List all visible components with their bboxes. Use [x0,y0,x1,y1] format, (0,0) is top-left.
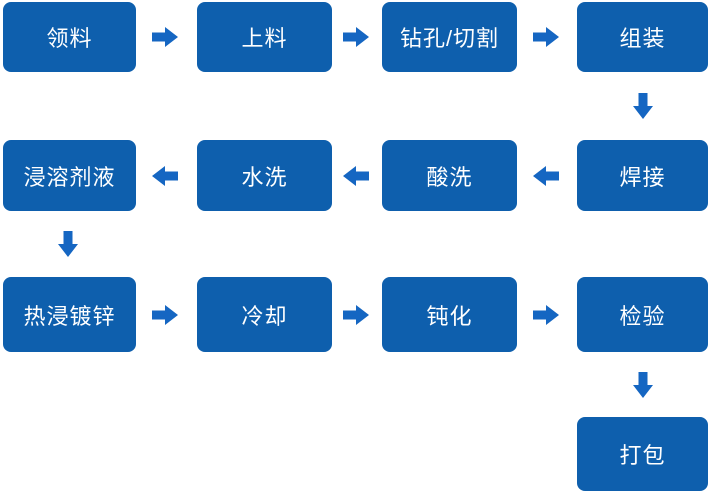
arrow-left-icon [152,166,178,186]
step-label: 酸洗 [426,164,473,190]
step-feed-material: 上料 [197,2,332,72]
arrow-right-icon [533,27,559,47]
step-flux-dip: 浸溶剂液 [3,140,136,211]
arrow-left-icon [343,166,369,186]
step-weld: 焊接 [577,140,708,211]
arrow-down-icon [633,93,653,119]
step-passivation: 钝化 [382,277,517,352]
step-label: 钻孔/切割 [399,26,500,51]
arrow-left-icon [533,166,559,186]
step-hot-dip-galvanize: 热浸镀锌 [3,277,136,352]
arrow-right-icon [343,27,369,47]
step-acid-wash: 酸洗 [382,140,517,211]
arrow-down-icon [58,231,78,257]
arrow-right-icon [343,305,369,325]
step-assemble: 组装 [577,2,708,72]
step-label: 检验 [619,303,666,329]
step-label: 领料 [46,26,93,51]
step-receive-material: 领料 [3,2,136,72]
step-drill-cut: 钻孔/切割 [382,2,517,72]
arrow-right-icon [533,305,559,325]
step-label: 冷却 [241,303,288,329]
step-label: 焊接 [619,164,666,190]
step-label: 上料 [241,26,288,51]
step-label: 打包 [619,443,666,468]
arrow-right-icon [152,305,178,325]
step-label: 浸溶剂液 [23,164,116,190]
step-label: 钝化 [426,303,473,329]
arrow-down-icon [633,372,653,398]
step-packing: 打包 [577,417,708,491]
step-label: 热浸镀锌 [23,303,116,329]
step-cooling: 冷却 [197,277,332,352]
arrow-right-icon [152,27,178,47]
step-label: 水洗 [241,164,288,190]
step-inspection: 检验 [577,277,708,352]
step-water-rinse: 水洗 [197,140,332,211]
step-label: 组装 [619,26,666,51]
